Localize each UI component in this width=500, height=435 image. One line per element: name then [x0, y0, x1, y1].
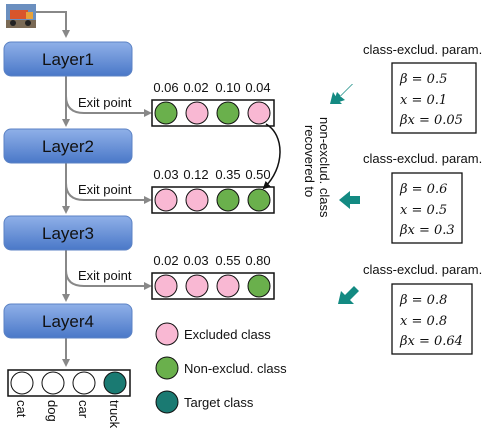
exit-point-label: Exit point: [78, 95, 132, 110]
layer-label: Layer4: [42, 312, 94, 331]
exit-value: 0.02: [153, 253, 178, 268]
param-panel-2: class-exclud. param. β = 0.6 x = 0.5 βx …: [363, 151, 482, 244]
legend-item-target: Target class: [155, 390, 254, 414]
truck-image: [6, 4, 36, 28]
param-panel-title: class-exclud. param.: [363, 42, 482, 57]
exit-point-label: Exit point: [78, 182, 132, 197]
recovered-arrow: [262, 123, 281, 190]
class-circle: [185, 101, 209, 125]
param-line: x = 0.1: [400, 93, 447, 108]
class-circle: [247, 101, 271, 125]
class-circle: [185, 274, 209, 298]
class-circle: [154, 274, 178, 298]
layer-label: Layer3: [42, 224, 94, 243]
output-class-label: dog: [45, 400, 60, 422]
exit-value: 0.55: [215, 253, 240, 268]
class-circle-dog: [41, 371, 65, 395]
class-circle: [154, 101, 178, 125]
layer-label: Layer1: [42, 50, 94, 69]
exit-value: 0.35: [215, 167, 240, 182]
param-line: β = 0.8: [399, 293, 447, 308]
param-panel-title: class-exclud. param.: [363, 151, 482, 166]
param-line: βx = 0.05: [399, 113, 463, 128]
param-line: βx = 0.64: [399, 334, 463, 349]
exit-value: 0.04: [245, 80, 270, 95]
class-circle-truck: [103, 371, 127, 395]
class-circle: [216, 274, 240, 298]
exit-value: 0.12: [183, 167, 208, 182]
class-circle-car: [72, 371, 96, 395]
output-class-label: car: [76, 400, 91, 419]
exit-value: 0.03: [183, 253, 208, 268]
exit-value: 0.80: [245, 253, 270, 268]
output-class-label: cat: [14, 400, 29, 418]
exit-value: 0.50: [245, 167, 270, 182]
class-circle: [154, 188, 178, 212]
layer-4: Layer4: [3, 303, 133, 339]
layer-2: Layer2: [3, 128, 133, 164]
exit-value: 0.02: [183, 80, 208, 95]
svg-text:recovered to: recovered to: [302, 125, 317, 197]
backbone-connectors: [36, 11, 152, 367]
layer-1: Layer1: [3, 41, 133, 77]
output-classes: cat dog car truck: [7, 369, 131, 429]
param-line: x = 0.5: [400, 203, 447, 218]
class-circle: [216, 188, 240, 212]
teal-arrow-icon: [330, 84, 353, 104]
legend: Excluded class Non-exclud. class Target …: [155, 322, 287, 414]
class-circle: [185, 188, 209, 212]
class-circle: [216, 101, 240, 125]
exit-1: 0.06 0.02 0.10 0.04: [151, 80, 275, 127]
layer-3: Layer3: [3, 215, 133, 251]
legend-item-excluded: Excluded class: [155, 322, 271, 346]
output-class-label: truck: [107, 400, 122, 429]
exit-point-label: Exit point: [78, 268, 132, 283]
exit-value: 0.06: [153, 80, 178, 95]
class-circle-cat: [10, 371, 34, 395]
svg-text:non-exclud. class: non-exclud. class: [317, 117, 332, 218]
recovered-note: recovered to non-exclud. class: [302, 117, 332, 218]
param-panel-3: class-exclud. param. β = 0.8 x = 0.8 βx …: [363, 262, 482, 355]
svg-text:Excluded class: Excluded class: [184, 327, 271, 342]
exit-2: 0.03 0.12 0.35 0.50: [151, 167, 275, 214]
param-line: β = 0.6: [399, 182, 447, 197]
param-panel-title: class-exclud. param.: [363, 262, 482, 277]
param-line: x = 0.8: [400, 314, 447, 329]
class-circle: [247, 274, 271, 298]
legend-item-non-excluded: Non-exclud. class: [155, 356, 287, 380]
exit-value: 0.03: [153, 167, 178, 182]
layer-label: Layer2: [42, 137, 94, 156]
svg-text:Non-exclud. class: Non-exclud. class: [184, 361, 287, 376]
svg-text:Target class: Target class: [184, 395, 254, 410]
param-panel-1: class-exclud. param. β = 0.5 x = 0.1 βx …: [363, 42, 482, 134]
teal-arrow-icon: [339, 191, 360, 209]
teal-arrow-icon: [338, 286, 359, 304]
exit-value: 0.10: [215, 80, 240, 95]
param-line: βx = 0.3: [399, 223, 455, 238]
class-circle: [247, 188, 271, 212]
param-line: β = 0.5: [399, 72, 447, 87]
exit-3: 0.02 0.03 0.55 0.80: [151, 253, 275, 300]
